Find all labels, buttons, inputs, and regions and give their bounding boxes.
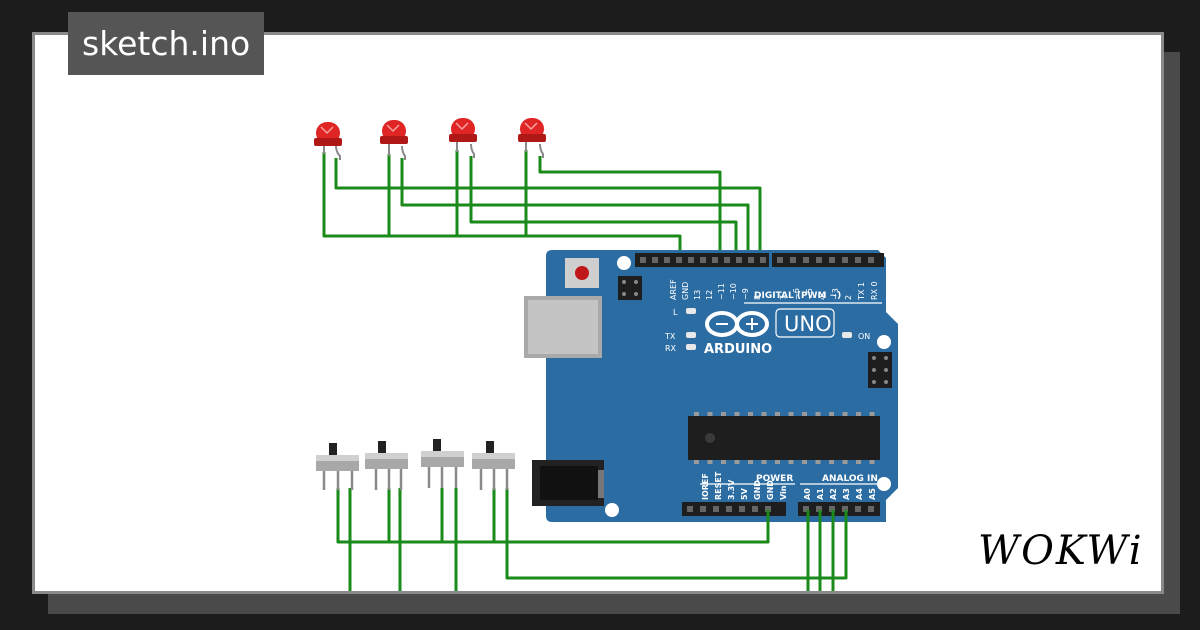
wire-led4-anode — [538, 156, 722, 258]
digital-pin-labels-right: 7 ~6 ~5 4 ~3 2 TX 1 RX 0 — [779, 281, 879, 301]
pin-label: 12 — [705, 290, 714, 300]
led-2[interactable] — [380, 120, 408, 160]
tx-label: TX — [664, 332, 676, 341]
arduino-logo-text: ARDUINO — [704, 342, 772, 357]
analog-pin-labels: A0 A1 A2 A3 A4 A5 — [803, 488, 877, 500]
pin-label: A1 — [816, 488, 825, 500]
led-1[interactable] — [314, 122, 342, 160]
analog-label: ANALOG IN — [822, 474, 878, 484]
uno-model-text: UNO — [784, 312, 832, 336]
digital-label: DIGITAL (PWM ~) — [754, 291, 841, 301]
pin-label: IOREF — [701, 473, 710, 500]
pin-label: ~3 — [831, 288, 840, 300]
on-label: ON — [858, 332, 870, 341]
infinity-icon — [705, 311, 769, 337]
slide-switch-2[interactable] — [365, 441, 408, 490]
pin-label: ~5 — [805, 288, 814, 300]
pin-label: 5V — [740, 487, 749, 500]
pin-label: 4 — [818, 295, 827, 300]
wire-led1-cathode — [322, 152, 682, 258]
slide-switch-4[interactable] — [472, 441, 515, 490]
power-header[interactable] — [682, 502, 786, 516]
wire-sw-gnd — [336, 488, 770, 544]
pin-label: TX 1 — [857, 282, 866, 301]
led-wires — [322, 150, 762, 258]
pin-label: GND — [766, 480, 775, 500]
wire-led3-anode — [469, 156, 738, 258]
pin-label: ~6 — [792, 288, 801, 300]
wire-led2-anode — [400, 158, 750, 258]
pin-label: 13 — [693, 290, 702, 300]
led-3[interactable] — [449, 118, 477, 158]
pin-label: AREF — [669, 279, 678, 300]
pin-label: A0 — [803, 488, 812, 500]
pin-label: 3.3V — [727, 479, 736, 500]
pin-label: A5 — [868, 488, 877, 500]
power-pin-labels: IOREF RESET 3.3V 5V GND GND Vin — [701, 471, 788, 500]
switch-wires — [336, 488, 848, 591]
sketch-title-badge[interactable]: sketch.ino — [68, 12, 265, 75]
rx-label: RX — [665, 344, 677, 353]
pin-label: A2 — [829, 488, 838, 500]
pin-label: ~11 — [717, 283, 726, 300]
l-label: L — [673, 308, 678, 317]
slide-switch-1[interactable] — [316, 443, 359, 490]
power-label: POWER — [756, 474, 793, 484]
pin-label: RESET — [714, 471, 723, 500]
pin-label: A3 — [842, 488, 851, 500]
slide-switch-3[interactable] — [421, 439, 464, 488]
pin-label: Vin — [779, 485, 788, 500]
pin-label: ~10 — [729, 283, 738, 300]
pin-label: A4 — [855, 488, 864, 500]
wokwi-logo[interactable]: WOKWi — [978, 528, 1144, 574]
pin-label: 7 — [779, 295, 788, 300]
pin-label: ~9 — [741, 288, 750, 300]
wire-sw4 — [505, 488, 848, 580]
analog-header[interactable] — [798, 502, 880, 516]
pin-label: GND — [681, 282, 690, 300]
microcontroller-chip — [688, 416, 880, 460]
led-4[interactable] — [518, 118, 546, 158]
wire-led1-anode — [334, 158, 762, 258]
pin-label: 8 — [753, 295, 762, 300]
digital-header-right[interactable] — [772, 253, 884, 267]
pin-label: 2 — [844, 295, 853, 300]
pin-label: RX 0 — [870, 281, 879, 300]
pin-label: GND — [753, 480, 762, 500]
